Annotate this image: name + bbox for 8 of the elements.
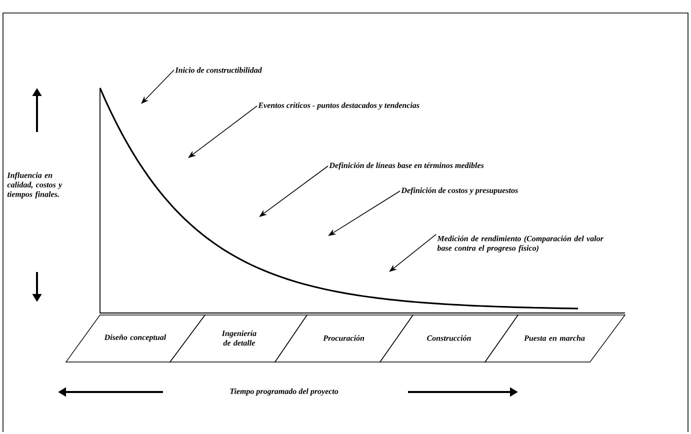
callout-text: Medición de rendimiento (Comparación del valor base contra el progreso físico): [437, 236, 604, 252]
callout-text: Definición de costos y presupuestos: [401, 187, 518, 195]
axis-label: Tiempo programado del proyecto: [230, 388, 338, 396]
callout-text: Definición de líneas base en términos medibles: [329, 162, 484, 170]
callout-text: Inicio de constructibilidad: [175, 67, 262, 73]
leader-arrow: [141, 70, 174, 104]
callout-text: Eventos críticos - puntos destacados y tendencias: [258, 102, 420, 110]
axis-label: Influencia en calidad, costos y tiempos finales.: [7, 172, 62, 199]
